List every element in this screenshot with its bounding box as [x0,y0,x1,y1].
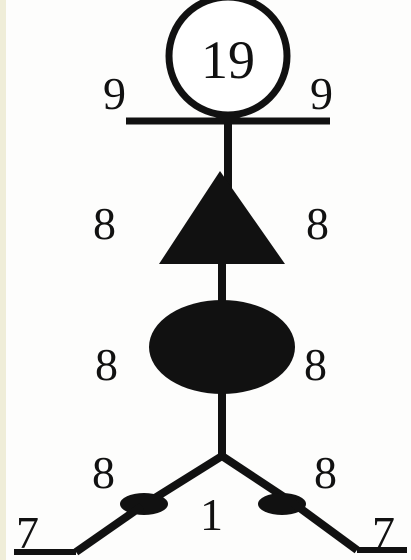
label-triangle-right: 8 [306,198,329,249]
label-fork-right: 8 [314,447,337,498]
label-fork-left: 8 [92,447,115,498]
label-bottom-left: 7 [16,507,39,558]
label-center-bottom: 1 [200,489,223,540]
label-ellipse-right: 8 [304,339,327,390]
head-number: 19 [201,30,255,90]
label-top-right: 9 [310,68,333,119]
label-triangle-left: 8 [93,198,116,249]
left-page-edge [0,0,6,560]
label-ellipse-left: 8 [95,339,118,390]
filled-ellipse [149,300,295,394]
label-top-left: 9 [103,68,126,119]
label-bottom-right: 7 [372,507,395,558]
